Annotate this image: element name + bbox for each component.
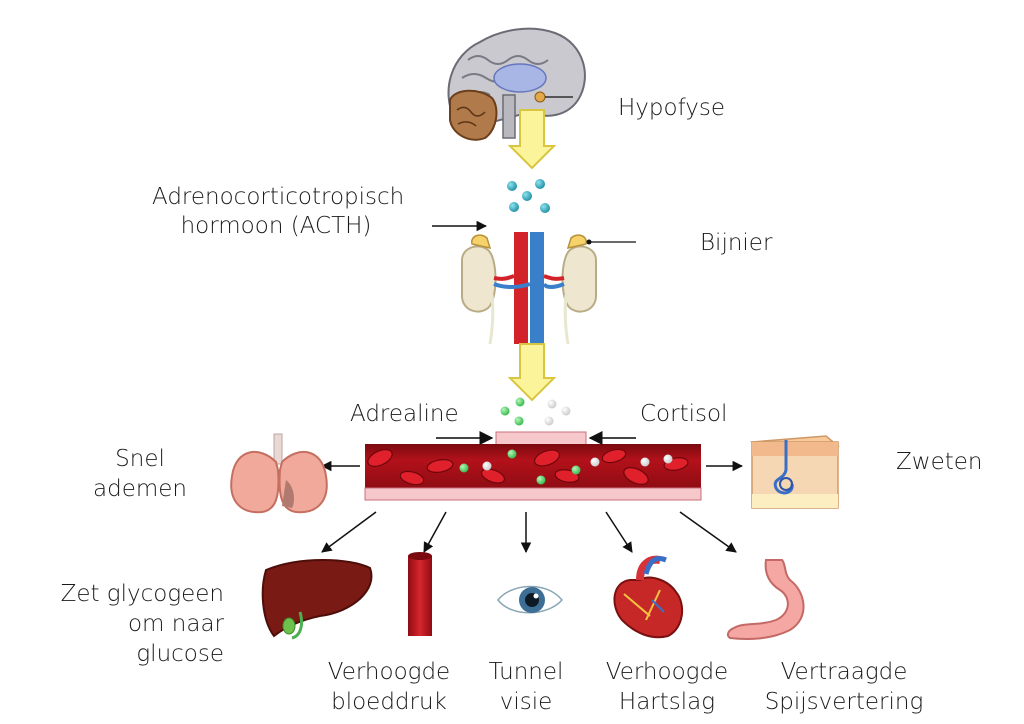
label-acth-line1: Adrenocorticotropisch	[152, 184, 405, 210]
adrenal-kidney-icon	[461, 232, 636, 345]
flow-arrow-icon	[507, 343, 557, 402]
label-bijnier: Bijnier	[700, 230, 773, 256]
acth-hormone-dots	[507, 179, 550, 213]
label-vertering-line1: Vertraagde	[780, 659, 908, 685]
label-tunnel-line2: visie	[499, 689, 553, 715]
brain-icon	[447, 27, 586, 141]
heart-icon	[613, 555, 684, 639]
label-hypofyse: Hypofyse	[618, 95, 726, 121]
label-glyco-line3: glucose	[136, 641, 224, 667]
label-bloeddruk-line1: Verhoogde	[327, 659, 451, 685]
released-hormone-dots	[500, 397, 571, 426]
label-cortisol: Cortisol	[640, 401, 728, 427]
skin-sweat-gland-icon	[750, 435, 840, 509]
label-acth-line2: hormoon (ACTH)	[180, 213, 372, 239]
label-glyco-line2: om naar	[127, 611, 224, 637]
label-snel-line2: ademen	[93, 476, 187, 502]
label-hartslag-line1: Verhoogde	[605, 659, 729, 685]
label-zweten: Zweten	[896, 449, 983, 475]
label-vertering-line2: Spijsvertering	[764, 689, 924, 715]
artery-icon	[408, 552, 432, 636]
arrow-to-artery	[423, 511, 447, 553]
blood-vessel	[364, 431, 702, 501]
flow-arrow-icon	[507, 109, 557, 170]
label-snel-line1: Snel	[115, 446, 165, 472]
label-bloeddruk-line2: bloeddruk	[331, 689, 447, 715]
stomach-icon	[726, 559, 805, 640]
lungs-icon	[230, 433, 328, 514]
eye-icon	[497, 585, 563, 614]
label-hartslag-line2: Hartslag	[618, 689, 716, 715]
arrow-to-stomach	[679, 511, 737, 553]
label-glyco-line1: Zet glycogeen	[60, 581, 224, 607]
liver-icon	[261, 559, 373, 640]
label-adrealine: Adrealine	[350, 401, 459, 427]
label-tunnel-line1: Tunnel	[488, 659, 564, 685]
arrow-to-liver	[321, 511, 377, 553]
arrow-to-heart	[605, 511, 633, 553]
